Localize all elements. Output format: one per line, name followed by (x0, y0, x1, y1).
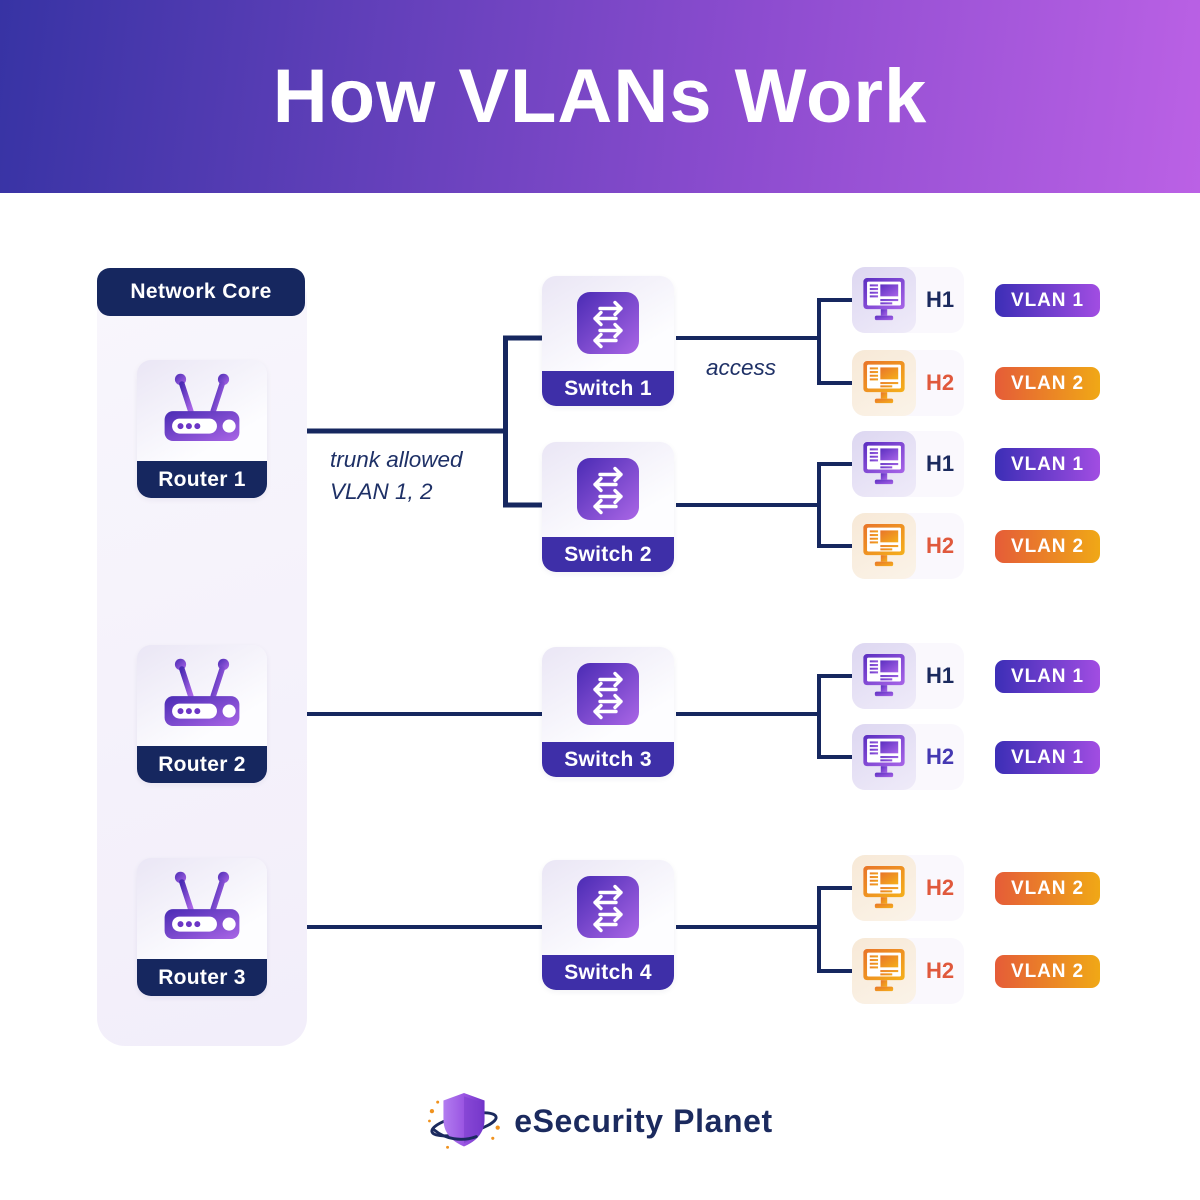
trunk-annotation-line1: trunk allowed (330, 447, 463, 472)
host-iconbox (852, 513, 916, 579)
branch-switch2-hosts (817, 462, 853, 548)
host-card-s3-h1: H1 (852, 643, 964, 709)
header-banner: How VLANs Work (0, 0, 1200, 193)
vlan-badge: VLAN 1 (995, 448, 1100, 481)
router-1-card: Router 1 (137, 360, 267, 498)
monitor-icon (862, 947, 906, 995)
vlan-badge: VLAN 1 (995, 660, 1100, 693)
switch-1-label: Switch 1 (542, 371, 674, 406)
host-label: H2 (925, 744, 955, 769)
page-title: How VLANs Work (272, 54, 928, 139)
switch-4-label: Switch 4 (542, 955, 674, 990)
monitor-icon (862, 733, 906, 781)
trunk-branch-switch1-switch2 (503, 335, 544, 508)
vlan-badge: VLAN 2 (995, 530, 1100, 563)
esecurity-planet-logo-icon (428, 1093, 501, 1149)
access-annotation: access (706, 355, 777, 380)
switch-2-label: Switch 2 (542, 537, 674, 572)
trunk-annotation: trunk allowed VLAN 1, 2 (330, 444, 463, 508)
branch-switch1-hosts (817, 298, 853, 385)
host-card-s4-h2b: H2 (852, 938, 964, 1004)
branch-switch4-hosts (817, 886, 853, 973)
vlan-badge: VLAN 1 (995, 741, 1100, 774)
host-iconbox (852, 724, 916, 790)
host-label: H1 (925, 663, 955, 688)
switch-icon (577, 663, 639, 725)
host-iconbox (852, 938, 916, 1004)
switch-1-card: Switch 1 (542, 276, 674, 406)
monitor-icon (862, 652, 906, 700)
switch-4-card: Switch 4 (542, 860, 674, 990)
host-card-s1-h2: H2 (852, 350, 964, 416)
vlan-badge: VLAN 1 (995, 284, 1100, 317)
monitor-icon (862, 276, 906, 324)
router-2-card: Router 2 (137, 645, 267, 783)
monitor-icon (862, 440, 906, 488)
host-label: H1 (925, 451, 955, 476)
router-2-body (137, 645, 267, 746)
router-icon (154, 370, 250, 456)
router-icon (154, 655, 250, 741)
network-core-label: Network Core (130, 280, 272, 303)
vlan-badge: VLAN 2 (995, 955, 1100, 988)
host-card-s4-h2a: H2 (852, 855, 964, 921)
vlan-badge: VLAN 2 (995, 367, 1100, 400)
switch-3-card: Switch 3 (542, 647, 674, 777)
switch-icon (577, 292, 639, 354)
host-card-s2-h1: H1 (852, 431, 964, 497)
monitor-icon (862, 864, 906, 912)
branch-switch3-hosts (817, 674, 853, 759)
network-core-header: Network Core (97, 268, 305, 316)
host-label: H2 (925, 958, 955, 983)
router-1-body (137, 360, 267, 461)
host-label: H2 (925, 875, 955, 900)
host-card-s3-h2: H2 (852, 724, 964, 790)
host-card-s1-h1: H1 (852, 267, 964, 333)
switch-4-body (542, 860, 674, 955)
host-iconbox (852, 267, 916, 333)
host-card-s2-h2: H2 (852, 513, 964, 579)
switch-1-body (542, 276, 674, 371)
brand-footer: eSecurity Planet (0, 1086, 1200, 1156)
monitor-icon (862, 359, 906, 407)
switch-3-label: Switch 3 (542, 742, 674, 777)
host-label: H2 (925, 370, 955, 395)
switch-3-body (542, 647, 674, 742)
switch-icon (577, 458, 639, 520)
router-1-label: Router 1 (137, 461, 267, 498)
host-iconbox (852, 855, 916, 921)
monitor-icon (862, 522, 906, 570)
host-label: H2 (925, 533, 955, 558)
brand-name: eSecurity Planet (514, 1102, 773, 1139)
switch-2-card: Switch 2 (542, 442, 674, 572)
switch-2-body (542, 442, 674, 537)
vlan-badge: VLAN 2 (995, 872, 1100, 905)
trunk-annotation-line2: VLAN 1, 2 (330, 478, 433, 504)
router-3-label: Router 3 (137, 959, 267, 996)
router-icon (154, 868, 250, 954)
router-3-card: Router 3 (137, 858, 267, 996)
host-iconbox (852, 350, 916, 416)
host-iconbox (852, 431, 916, 497)
router-2-label: Router 2 (137, 746, 267, 783)
switch-icon (577, 876, 639, 938)
host-label: H1 (925, 287, 955, 312)
host-iconbox (852, 643, 916, 709)
router-3-body (137, 858, 267, 959)
